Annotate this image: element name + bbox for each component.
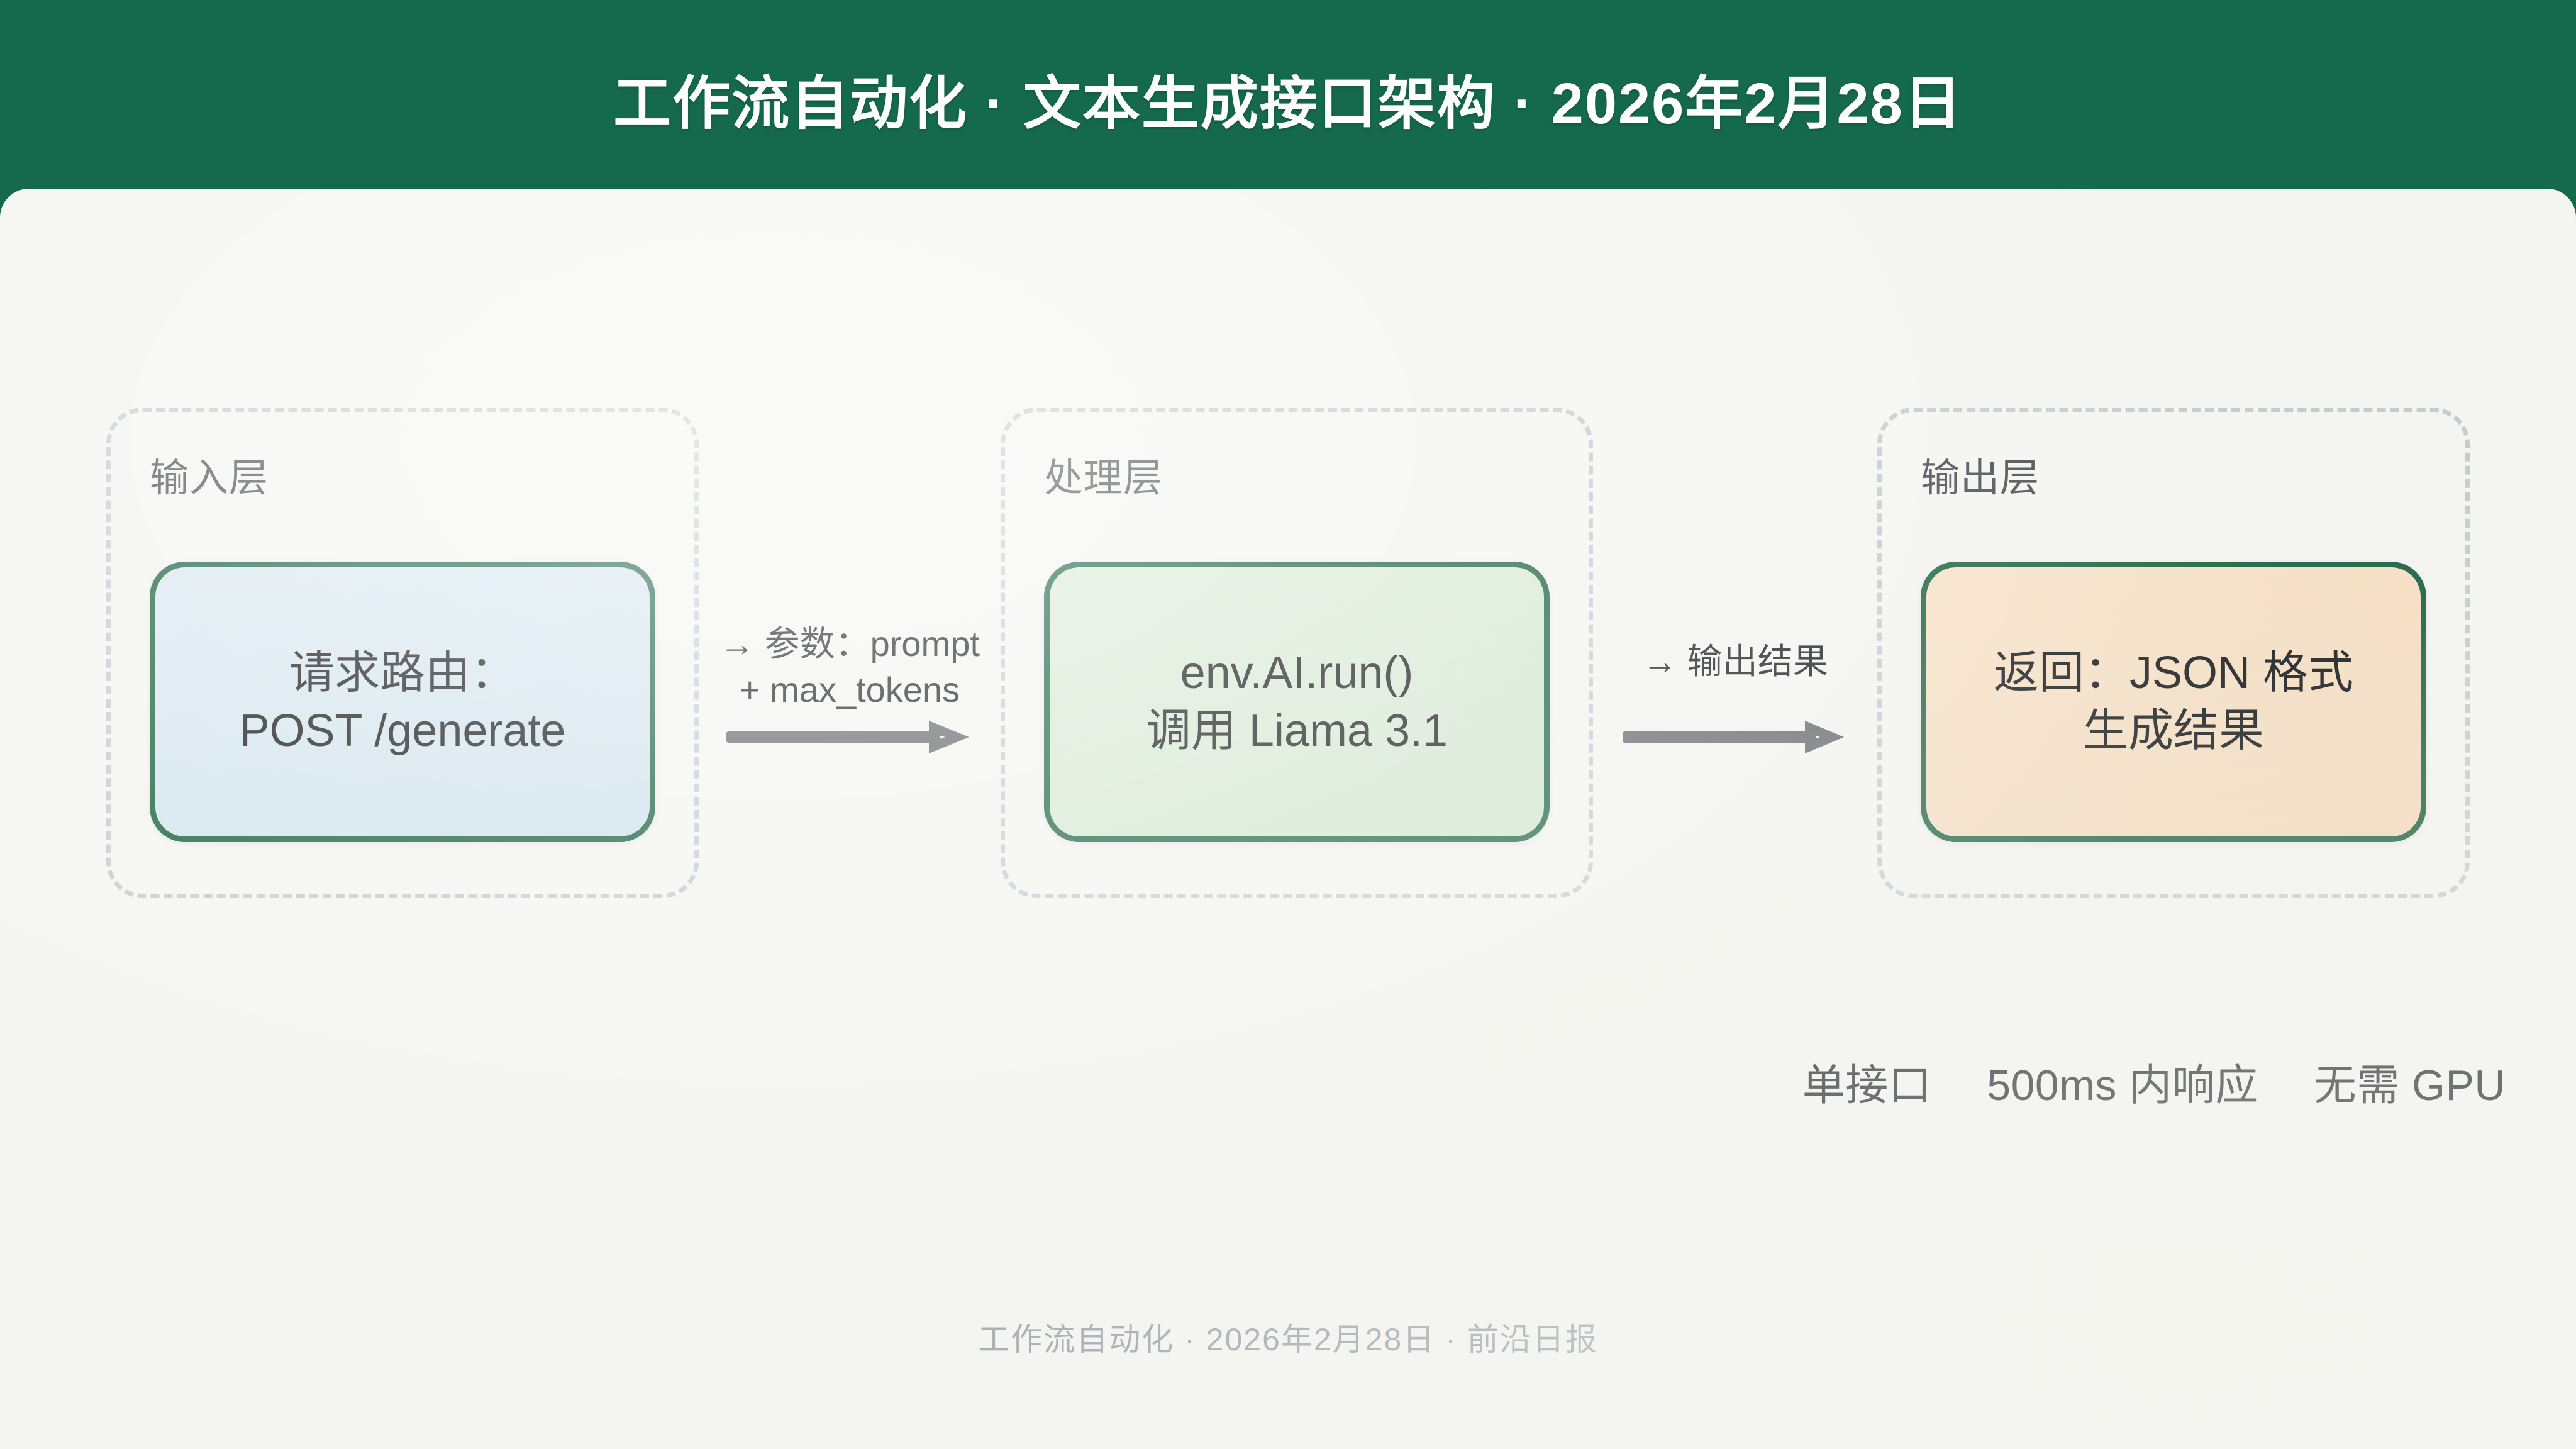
layer-label-input: 输入层	[150, 457, 269, 500]
node-line-primary: 返回：JSON 格式	[1993, 647, 2354, 698]
node-ai-run[interactable]: env.AI.run() 调用 Liama 3.1	[1044, 562, 1550, 842]
layer-label-output: 输出层	[1921, 457, 2040, 500]
node-line-secondary: POST /generate	[239, 706, 566, 756]
node-json-response[interactable]: 返回：JSON 格式 生成结果	[1921, 562, 2426, 842]
node-request-route[interactable]: 请求路由： POST /generate	[150, 562, 655, 842]
stat-item-single-api: 单接口	[1802, 1062, 1932, 1109]
node-line-secondary: 生成结果	[2082, 706, 2264, 756]
stat-item-no-gpu: 无需 GPU	[2313, 1062, 2506, 1109]
stats-row: 单接口 500ms 内响应 无需 GPU	[1802, 1050, 2506, 1113]
node-line-secondary: 调用 Liama 3.1	[1145, 706, 1448, 756]
connector-process-to-output: → 输出结果	[1593, 408, 1877, 898]
layer-group-input: 输入层 请求路由： POST /generate	[106, 408, 699, 898]
layer-group-process: 处理层 env.AI.run() 调用 Liama 3.1	[1001, 408, 1593, 898]
header-bar: 工作流自动化 · 文本生成接口架构 · 2026年2月28日	[0, 0, 2576, 196]
connector-label-params: → 参数：prompt + max_tokens	[699, 621, 1001, 713]
footer-caption: 工作流自动化 · 2026年2月28日 · 前沿日报	[978, 1322, 1598, 1357]
connector-label-output: → 输出结果	[1593, 639, 1877, 685]
arrow-right-icon	[1623, 721, 1844, 753]
arrow-right-icon	[726, 721, 969, 753]
connector-input-to-process: → 参数：prompt + max_tokens	[699, 408, 1001, 898]
flow-diagram: 输入层 请求路由： POST /generate → 参数：prompt + m…	[0, 408, 2576, 904]
content-card: 输入层 请求路由： POST /generate → 参数：prompt + m…	[0, 189, 2576, 1449]
page-title: 工作流自动化 · 文本生成接口架构 · 2026年2月28日	[613, 71, 1963, 136]
layer-label-process: 处理层	[1044, 457, 1163, 500]
connector-label-line1: → 输出结果	[1642, 641, 1828, 681]
layer-group-output: 输出层 返回：JSON 格式 生成结果	[1877, 408, 2470, 898]
node-line-primary: 请求路由：	[289, 647, 516, 698]
node-line-primary: env.AI.run()	[1180, 647, 1414, 698]
connector-label-line1: → 参数：prompt	[719, 624, 980, 663]
stat-item-latency: 500ms 内响应	[1987, 1062, 2258, 1109]
connector-label-line2: + max_tokens	[739, 669, 960, 709]
